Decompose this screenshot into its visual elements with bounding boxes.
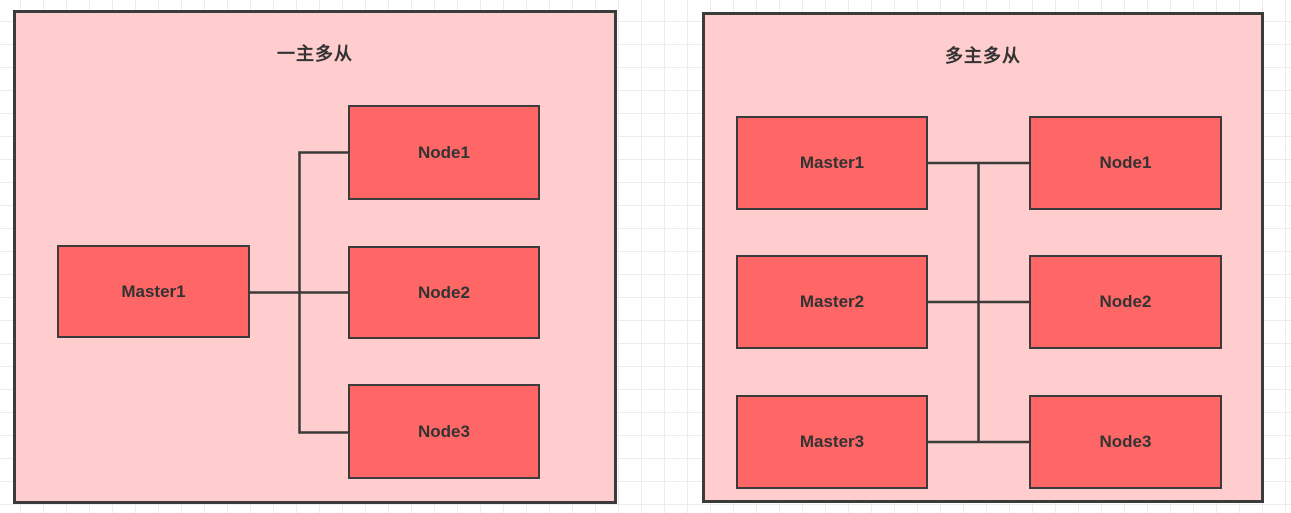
right-master1-label: Master1 [799, 153, 865, 172]
right-node3-label: Node3 [1099, 432, 1152, 451]
right-master2-box: Master2 [736, 255, 928, 349]
left-master1-box: Master1 [57, 245, 250, 338]
right-node2-box: Node2 [1029, 255, 1222, 349]
left-node2-box: Node2 [348, 246, 540, 339]
panel-title-left: 一主多从 [277, 44, 353, 64]
panel-title-right: 多主多从 [945, 46, 1021, 66]
left-node3-label: Node3 [418, 421, 470, 441]
left-node2-label: Node2 [418, 282, 470, 302]
left-node3-box: Node3 [348, 384, 540, 479]
right-master1-box: Master1 [736, 116, 928, 210]
panel-single-master: 一主多从 Master1 Node1 Node2 Node3 [13, 10, 617, 504]
right-node1-box: Node1 [1029, 116, 1222, 210]
right-node3-box: Node3 [1029, 395, 1222, 489]
left-node1-box: Node1 [348, 105, 540, 200]
right-master3-label: Master3 [799, 432, 865, 451]
left-master1-label: Master1 [121, 281, 186, 301]
right-node1-label: Node1 [1099, 153, 1152, 172]
left-node1-label: Node1 [418, 142, 470, 162]
right-master3-box: Master3 [736, 395, 928, 489]
panel-multi-master: 多主多从 Master1 Master2 Master3 Node1 Node2… [702, 12, 1264, 503]
right-master2-label: Master2 [799, 292, 865, 311]
right-node2-label: Node2 [1099, 292, 1152, 311]
connector-bus-left [298, 151, 348, 434]
